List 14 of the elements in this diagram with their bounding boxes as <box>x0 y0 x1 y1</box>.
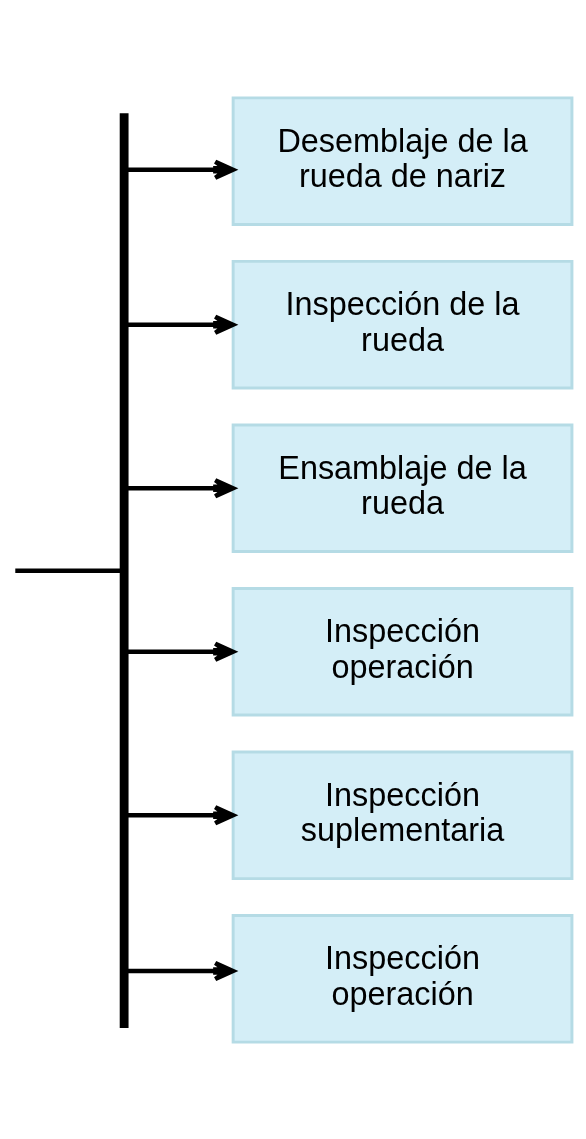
arrow <box>127 804 236 825</box>
node-box: Inspección de la rueda <box>231 259 574 390</box>
connector <box>15 568 121 573</box>
arrow <box>127 960 236 981</box>
arrow <box>127 314 236 335</box>
node-box: Inspección operación <box>231 913 574 1044</box>
node-box: Ensamblaje de la rueda <box>231 422 574 553</box>
node-box: Inspección operación <box>231 586 574 717</box>
arrow <box>127 641 236 662</box>
node-box: Desemblaje de la rueda de nariz <box>231 95 574 226</box>
node-box: Inspección suplementaria <box>231 749 574 880</box>
node-bar <box>119 112 129 1028</box>
arrow <box>127 159 236 180</box>
arrow <box>127 477 236 498</box>
